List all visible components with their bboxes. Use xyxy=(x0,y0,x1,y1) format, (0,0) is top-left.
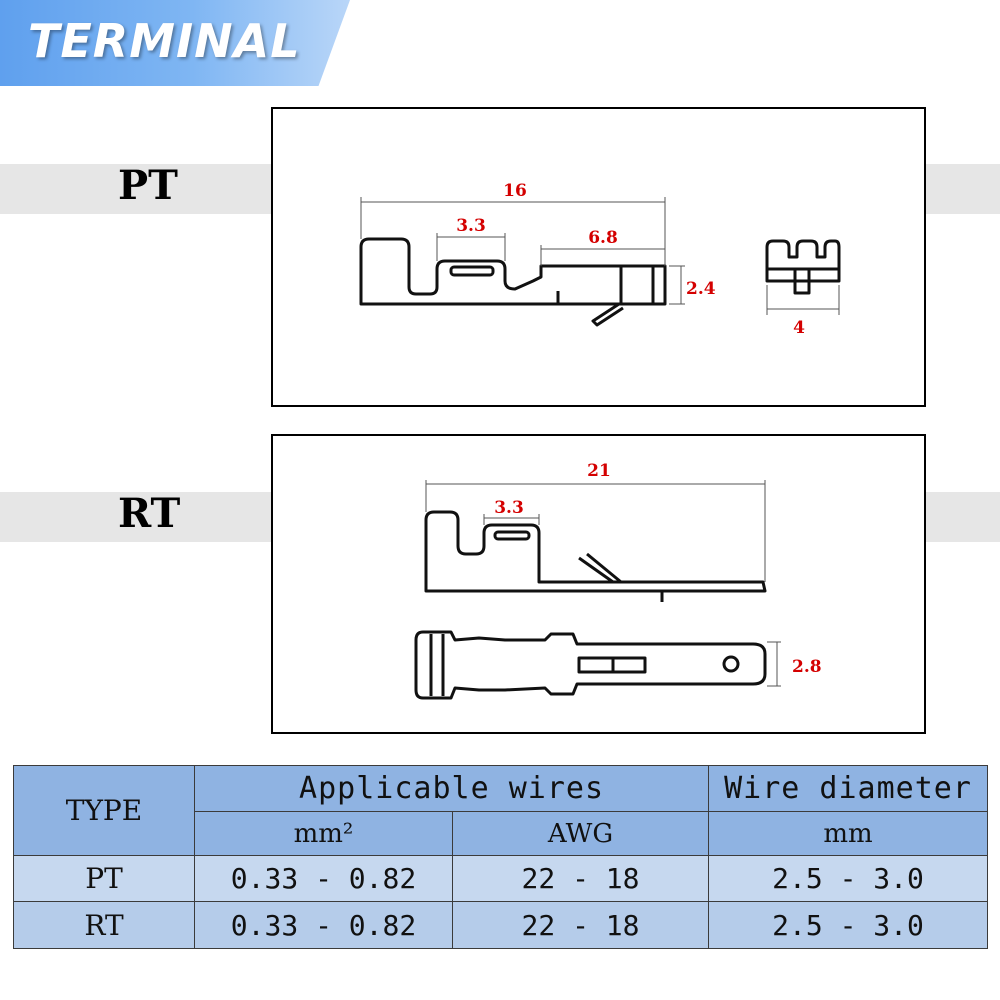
pt-drawing-panel: 16 3.3 6.8 2.4 4 xyxy=(271,107,926,407)
rt-dim-2.8: 2.8 xyxy=(792,657,822,677)
row-mm2: 0.33 - 0.82 xyxy=(194,855,453,902)
applicable-wires-header: Applicable wires xyxy=(193,765,710,812)
pt-terminal-drawing: 16 3.3 6.8 2.4 4 xyxy=(359,181,841,338)
type-header: TYPE xyxy=(13,765,195,856)
row-diameter: 2.5 - 3.0 xyxy=(708,901,989,949)
pt-dim-3.3: 3.3 xyxy=(456,216,486,236)
table-row: PT 0.33 - 0.82 22 - 18 2.5 - 3.0 xyxy=(13,855,989,902)
pt-dim-16: 16 xyxy=(503,181,527,201)
row-type: RT xyxy=(13,901,195,949)
wire-diameter-header: Wire diameter xyxy=(708,765,989,812)
banner-title: TERMINAL xyxy=(28,14,301,68)
rt-dimension-lines xyxy=(425,480,781,687)
pt-dim-6.8: 6.8 xyxy=(588,228,618,248)
pt-dimension-lines xyxy=(360,197,840,315)
rt-side-view xyxy=(424,510,767,602)
rt-row-label: RT xyxy=(118,490,181,537)
title-banner xyxy=(0,0,350,86)
rt-dim-3.3: 3.3 xyxy=(494,498,524,518)
row-type: PT xyxy=(13,855,195,902)
spec-table: TYPE Applicable wires Wire diameter mm² … xyxy=(13,765,989,949)
row-awg: 22 - 18 xyxy=(451,901,710,949)
rt-top-view xyxy=(414,630,767,700)
rt-drawing-panel: 21 3.3 2.8 xyxy=(271,434,926,734)
unit-mm-header: mm xyxy=(708,811,989,856)
rt-dim-21: 21 xyxy=(587,461,611,481)
pt-row-label: PT xyxy=(118,162,178,209)
pt-side-view xyxy=(359,237,667,327)
row-mm2: 0.33 - 0.82 xyxy=(194,901,453,949)
row-awg: 22 - 18 xyxy=(451,855,710,902)
pt-dim-4: 4 xyxy=(793,318,805,338)
unit-mm2-header: mm² xyxy=(194,811,453,856)
rt-terminal-drawing: 21 3.3 2.8 xyxy=(414,461,822,700)
table-row: RT 0.33 - 0.82 22 - 18 2.5 - 3.0 xyxy=(13,901,989,949)
pt-dim-2.4: 2.4 xyxy=(686,279,716,299)
row-diameter: 2.5 - 3.0 xyxy=(708,855,989,902)
pt-end-view xyxy=(765,239,841,295)
unit-awg-header: AWG xyxy=(451,811,710,856)
